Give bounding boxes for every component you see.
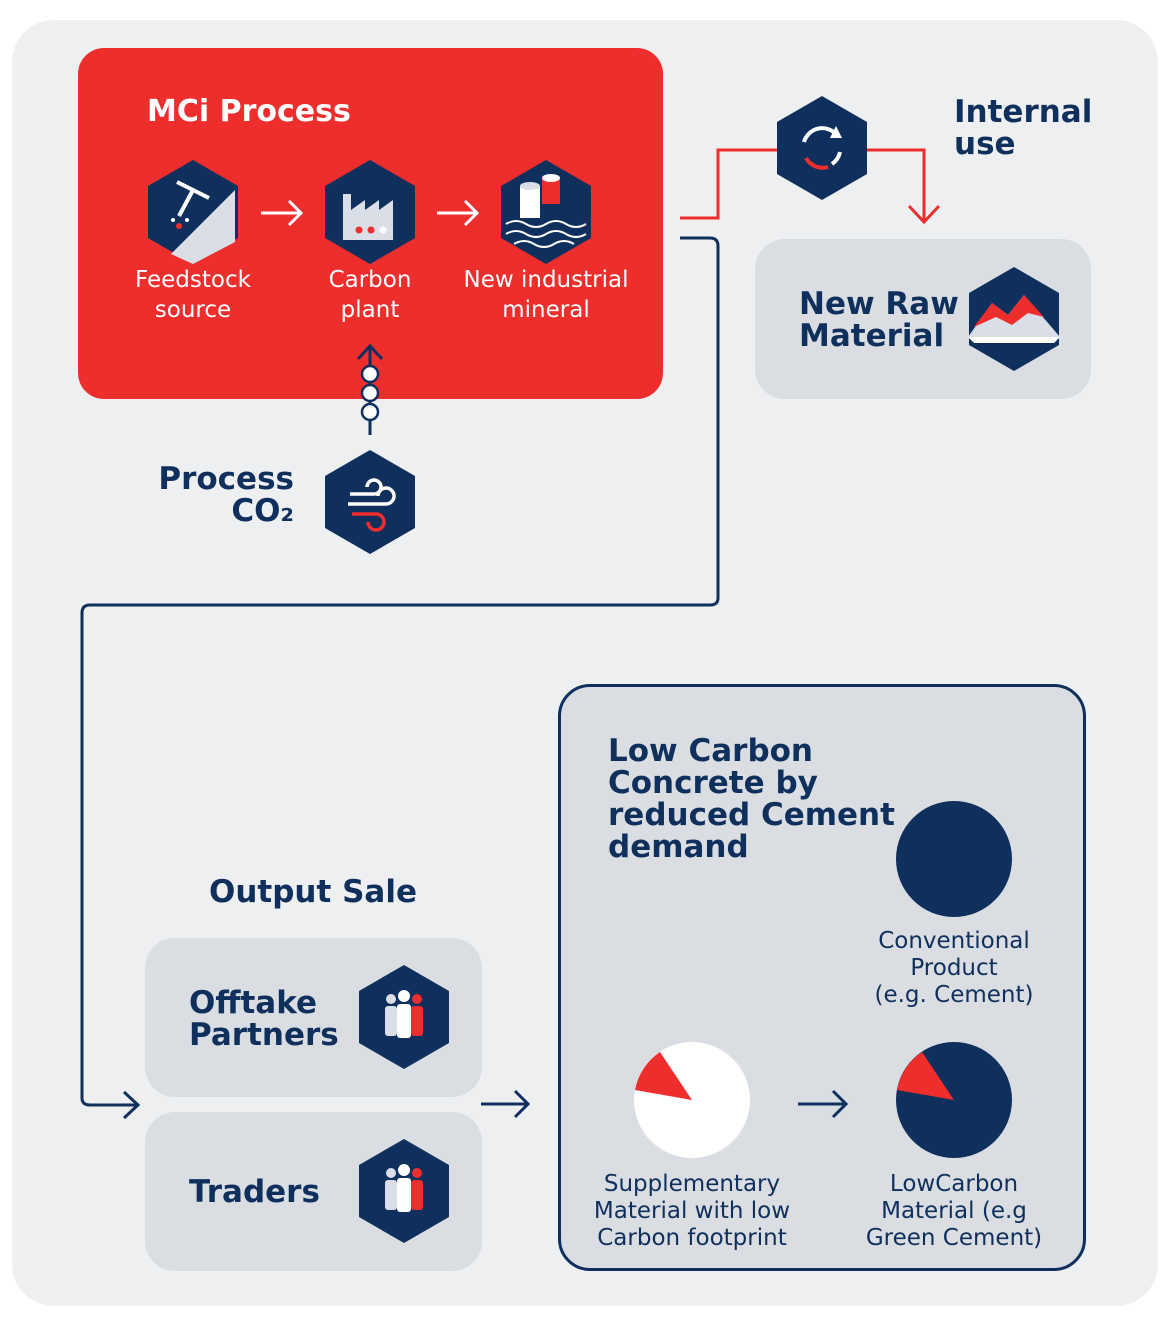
label-line: New Raw: [799, 286, 959, 322]
label-line: Carbon footprint: [597, 1225, 787, 1251]
label-line: demand: [608, 829, 749, 865]
supplementary-material-label: Supplementary Material with low Carbon f…: [582, 1171, 802, 1252]
factory-icon: [325, 160, 415, 264]
new-industrial-mineral-label: New industrial mineral: [446, 265, 646, 325]
recycle-icon: [777, 96, 867, 200]
label-line: Material with low: [593, 1198, 791, 1224]
pie-chart-icon: [634, 1042, 750, 1158]
label-line: Concrete by: [608, 765, 818, 801]
carbon-plant-label: Carbon plant: [296, 265, 444, 325]
internal-use-connector: [680, 148, 941, 225]
people-icon: [359, 1139, 449, 1243]
label-line: Product: [910, 955, 998, 981]
step-arrow-2: [437, 199, 480, 227]
label-line: Internal: [954, 94, 1093, 130]
conventional-product-label: Conventional Product (e.g. Cement): [856, 928, 1052, 1009]
label-line: LowCarbon: [889, 1171, 1019, 1197]
label-line: Process: [158, 461, 294, 497]
pie-chart-icon: [896, 801, 1012, 917]
label-line: source: [154, 297, 232, 323]
label-line: reduced Cement: [608, 797, 895, 833]
mineral-rolls-icon: [501, 160, 591, 264]
supplementary-to-lowcarbon-arrow: [798, 1089, 849, 1119]
mci-process-title: MCi Process: [147, 94, 351, 129]
pie-chart-icon: [896, 1042, 1012, 1158]
label-line: New industrial: [463, 267, 629, 293]
sale-to-lowcarbon-arrow: [481, 1089, 531, 1119]
offtake-partners-label: Offtake Partners: [189, 987, 349, 1051]
pickaxe-icon: [148, 160, 238, 264]
label-line: mineral: [502, 297, 590, 323]
process-co2-label: Process CO₂: [130, 463, 294, 527]
label-line: Feedstock: [135, 267, 251, 293]
label-line: Supplementary: [603, 1171, 781, 1197]
label-line: Conventional: [878, 928, 1030, 954]
traders-label: Traders: [189, 1174, 320, 1210]
low-carbon-concrete-panel: [558, 684, 1086, 1271]
label-line: Material: [799, 318, 945, 354]
output-sale-connector: [80, 236, 720, 1120]
new-raw-material-label: New Raw Material: [799, 288, 959, 352]
label-line: Carbon: [328, 267, 412, 293]
raw-material-pile-icon: [968, 267, 1060, 371]
low-carbon-title: Low Carbon Concrete by reduced Cement de…: [608, 735, 898, 863]
label-line: CO₂: [231, 493, 294, 529]
output-sale-title: Output Sale: [208, 874, 417, 910]
lowcarbon-material-label: LowCarbon Material (e.g Green Cement): [846, 1171, 1062, 1252]
co2-input-arrow: [356, 343, 384, 435]
step-arrow-1: [261, 199, 304, 227]
label-line: Offtake: [189, 985, 318, 1021]
label-line: Partners: [189, 1017, 339, 1053]
people-icon: [359, 965, 449, 1069]
label-line: Green Cement): [865, 1225, 1043, 1251]
internal-use-label: Internal use: [954, 96, 1124, 160]
label-line: use: [954, 126, 1016, 162]
label-line: (e.g. Cement): [874, 982, 1034, 1008]
label-line: Low Carbon: [608, 733, 813, 769]
co2-wind-icon: [325, 450, 415, 554]
label-line: Material (e.g: [881, 1198, 1027, 1224]
label-line: plant: [340, 297, 400, 323]
feedstock-source-label: Feedstock source: [113, 265, 273, 325]
